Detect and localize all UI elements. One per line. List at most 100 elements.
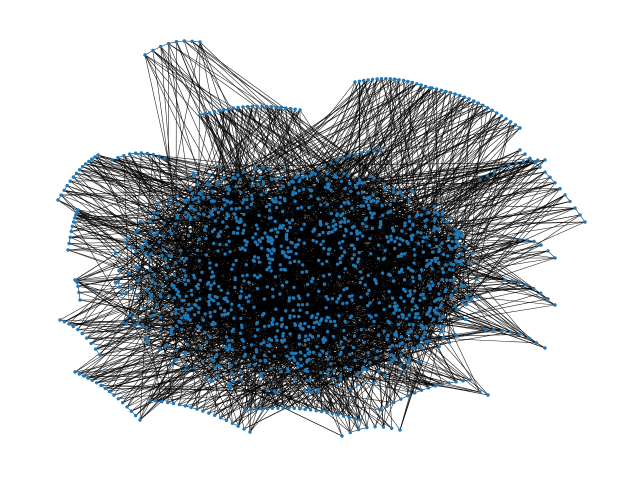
graph-edge — [137, 323, 489, 396]
graph-node — [293, 358, 297, 362]
graph-node — [185, 313, 190, 317]
graph-node — [274, 335, 278, 339]
graph-node — [407, 215, 412, 219]
graph-node — [495, 111, 499, 115]
graph-edge — [76, 212, 283, 254]
graph-node — [198, 113, 202, 117]
graph-node — [227, 188, 231, 192]
graph-node — [434, 259, 438, 263]
graph-node — [432, 219, 436, 223]
graph-node — [186, 233, 191, 238]
graph-node — [208, 335, 213, 340]
graph-node — [485, 106, 490, 110]
graph-node — [276, 406, 280, 410]
graph-node — [110, 158, 114, 162]
graph-node — [316, 312, 320, 316]
graph-node — [241, 274, 245, 278]
graph-node — [342, 250, 347, 254]
graph-node — [329, 188, 333, 192]
graph-node — [69, 229, 74, 234]
graph-node — [167, 294, 171, 298]
graph-node — [279, 175, 283, 180]
graph-edge — [301, 207, 339, 415]
graph-node — [242, 198, 246, 202]
graph-node — [316, 197, 320, 201]
graph-node — [253, 362, 257, 367]
graph-node — [413, 289, 417, 293]
graph-node — [385, 337, 389, 341]
graph-edge — [364, 182, 418, 215]
graph-node — [197, 191, 201, 196]
graph-node — [437, 282, 441, 286]
graph-node — [292, 406, 296, 411]
graph-node — [310, 170, 314, 175]
graph-edge — [472, 121, 511, 254]
graph-node — [342, 288, 346, 292]
graph-node — [202, 213, 206, 217]
graph-node — [263, 359, 268, 363]
graph-node — [86, 376, 90, 380]
graph-node — [300, 303, 305, 307]
graph-edge — [123, 322, 322, 412]
graph-edge — [387, 212, 527, 286]
graph-edge — [81, 196, 204, 334]
graph-node — [280, 250, 285, 254]
graph-node — [362, 78, 366, 83]
graph-node — [230, 267, 234, 271]
graph-node — [130, 286, 134, 290]
graph-node — [458, 317, 463, 321]
graph-edge — [151, 162, 331, 232]
graph-node — [180, 316, 184, 320]
graph-edge — [218, 109, 225, 366]
graph-node — [170, 361, 174, 366]
graph-edge — [191, 351, 301, 408]
graph-node — [453, 304, 457, 308]
graph-edge — [129, 315, 174, 404]
graph-node — [330, 297, 335, 301]
graph-node — [388, 360, 393, 365]
graph-node — [218, 416, 223, 420]
graph-node — [437, 292, 441, 296]
graph-node — [201, 359, 205, 363]
graph-node — [314, 240, 319, 244]
graph-node — [392, 354, 396, 358]
graph-node — [342, 201, 346, 205]
graph-edge — [190, 90, 442, 190]
graph-edge — [231, 152, 362, 373]
graph-node — [390, 426, 394, 430]
graph-node — [321, 230, 325, 235]
graph-node — [342, 172, 346, 176]
graph-node — [363, 218, 368, 222]
graph-node — [178, 207, 183, 211]
graph-node — [209, 297, 213, 301]
graph-node — [76, 208, 80, 212]
graph-node — [285, 237, 289, 241]
graph-node — [175, 194, 179, 198]
graph-node — [398, 428, 402, 432]
graph-node — [123, 240, 128, 244]
graph-node — [196, 196, 200, 200]
graph-node — [137, 265, 141, 269]
graph-node — [481, 103, 485, 108]
graph-node — [355, 237, 360, 241]
graph-node — [335, 300, 339, 304]
graph-node — [238, 177, 242, 181]
graph-node — [274, 105, 278, 109]
graph-node — [213, 413, 217, 417]
graph-node — [432, 299, 437, 303]
graph-node — [448, 91, 453, 95]
graph-node — [402, 299, 406, 303]
graph-node — [124, 290, 128, 295]
graph-node — [125, 405, 129, 409]
graph-node — [422, 296, 427, 300]
graph-node — [243, 408, 247, 412]
graph-node — [199, 346, 203, 351]
graph-node — [233, 176, 237, 180]
graph-node — [116, 156, 120, 160]
graph-node — [370, 216, 374, 220]
graph-node — [244, 295, 248, 300]
graph-edge — [202, 313, 229, 412]
graph-node — [450, 239, 454, 244]
graph-node — [219, 230, 223, 234]
graph-node — [328, 319, 333, 324]
